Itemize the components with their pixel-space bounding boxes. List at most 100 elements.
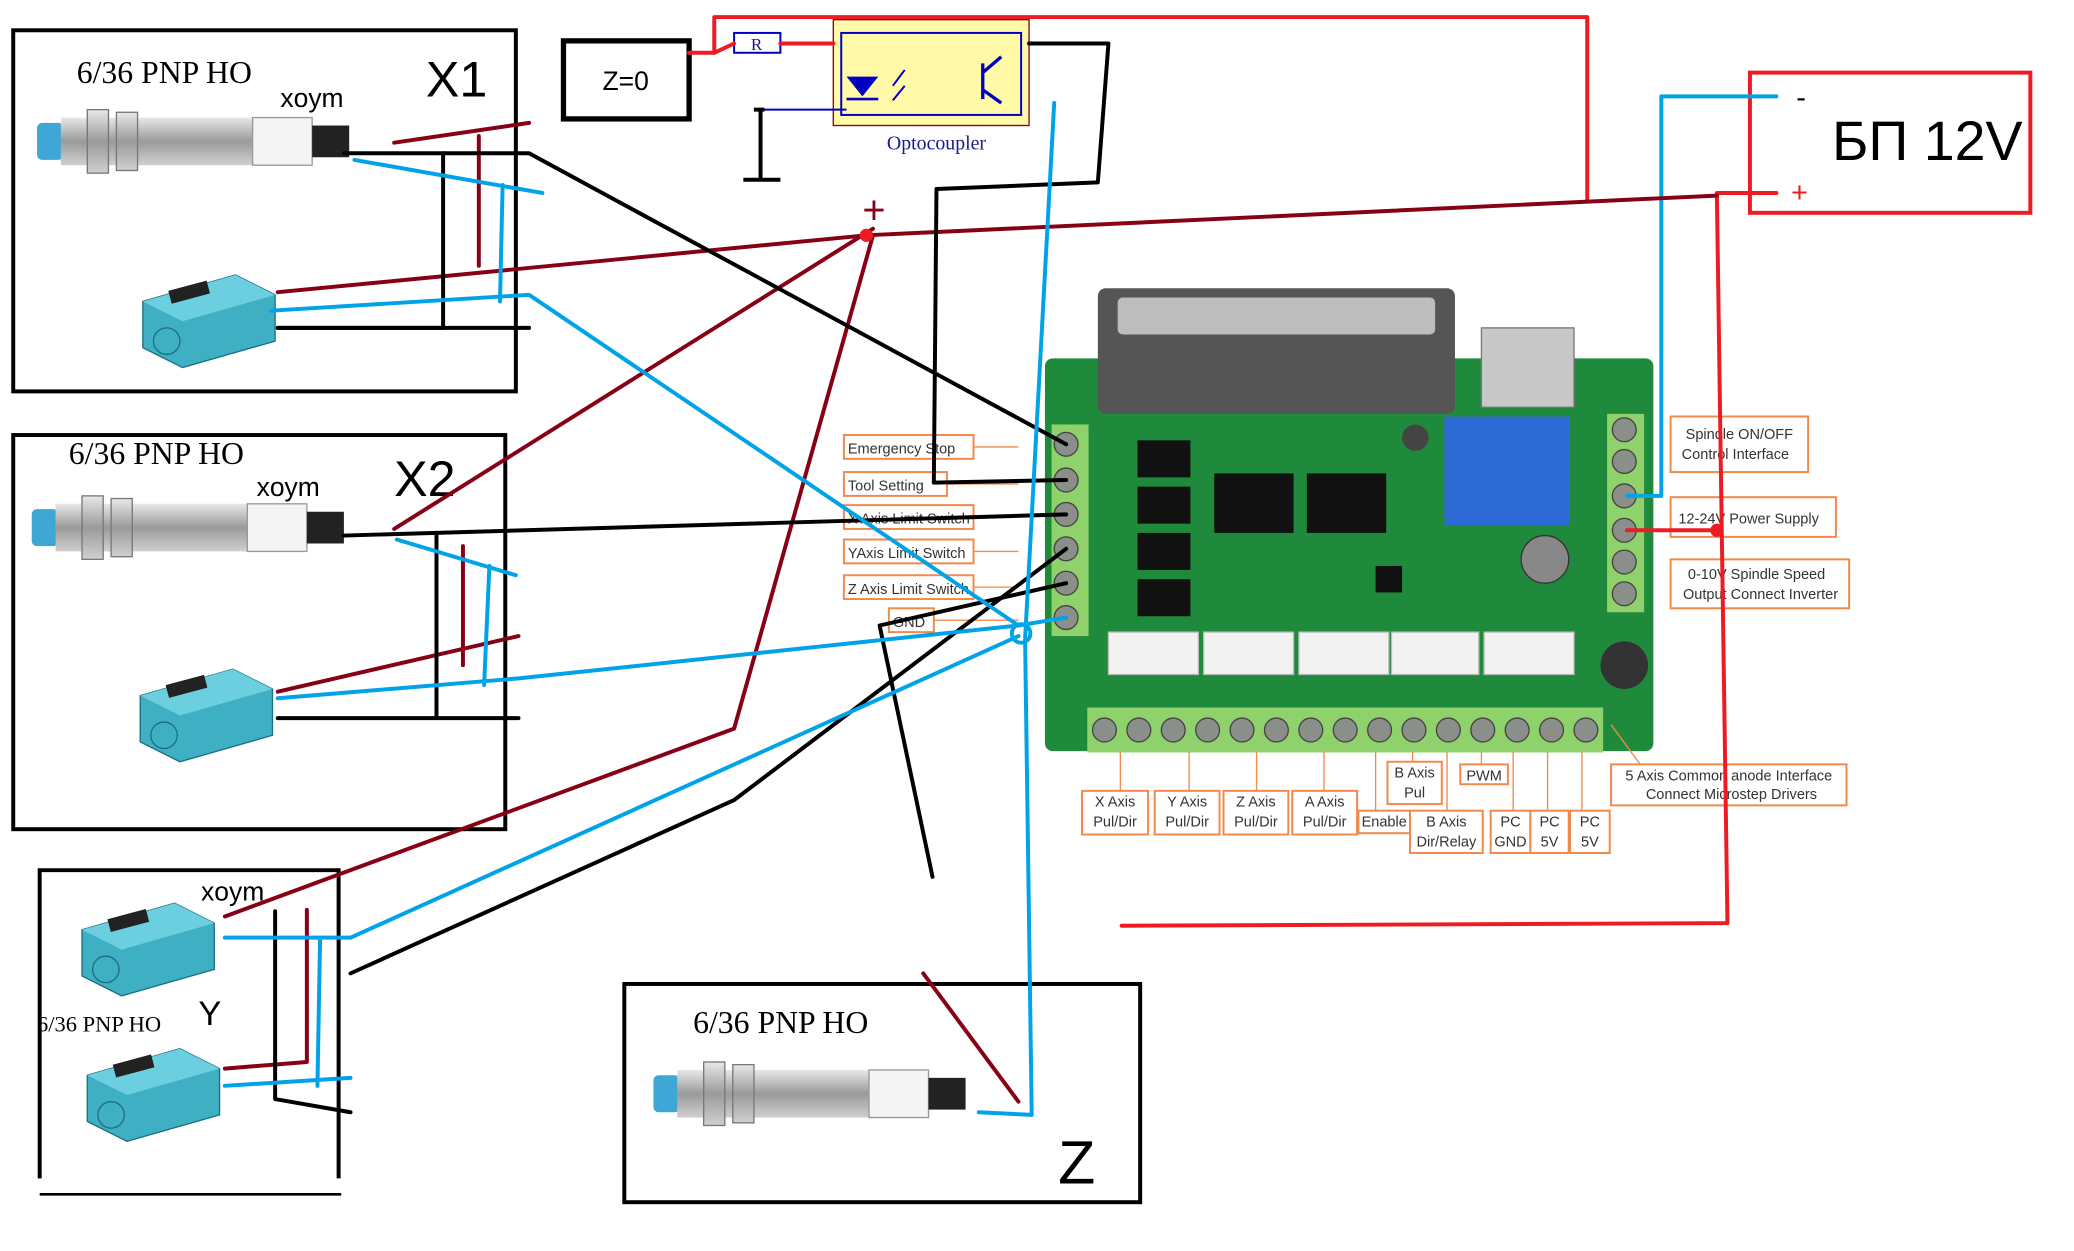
wire-blue-x2 — [394, 537, 518, 578]
plus-terminal-label: + — [1791, 177, 1808, 209]
left-terminal-label: Tool Setting — [848, 479, 924, 495]
terminal-screw[interactable] — [1263, 717, 1289, 743]
wire-red-psu-plus — [1119, 190, 1779, 928]
wire-blue-x1 — [352, 157, 545, 195]
usb-port — [1480, 327, 1575, 408]
wire-blue-y-lower — [222, 1075, 353, 1088]
wire-blue-psu-minus — [1624, 94, 1779, 498]
right-terminal-labels: Spindle ON/OFF Control Interface 12-24V … — [1669, 415, 1851, 610]
optocoupler: Optocoupler R — [733, 19, 1030, 182]
wire-black-x2 — [341, 512, 1069, 538]
terminal-screw[interactable] — [1504, 717, 1530, 743]
bottom-terminal-label-2: Pul/Dir — [1165, 815, 1209, 831]
wire-blue-y-bridge — [315, 935, 323, 1088]
bottom-terminal-label-1: A Axis — [1305, 795, 1345, 811]
junction-plus — [859, 228, 873, 242]
spindle-label-1: Spindle ON/OFF — [1686, 427, 1794, 443]
terminal-screw[interactable] — [1611, 581, 1637, 607]
right-terminal-block — [1607, 413, 1645, 613]
label-box — [1291, 789, 1359, 836]
wire-blue-gnd-z — [976, 101, 1057, 1117]
axis-mark: Y — [198, 995, 221, 1033]
bottom-terminal-label-1: PC — [1580, 815, 1600, 831]
bottom-terminal-label-2: Pul — [1404, 785, 1425, 801]
sensor-title: 6/36 PNP HO — [37, 1012, 161, 1037]
wire-note: xoym — [280, 83, 343, 113]
wire-black-x1 — [341, 151, 1069, 447]
cylindrical-sensor-icon — [652, 1061, 967, 1127]
label-box — [1459, 763, 1509, 786]
left-terminal-label: Emergency Stop — [848, 442, 955, 458]
power-supply-terminal-label: 12-24V Power Supply — [1678, 512, 1819, 528]
resistor-label: R — [751, 35, 763, 54]
left-terminal-label: YAxis Limit Switch — [848, 546, 966, 562]
bottom-terminal-label-2: Pul/Dir — [1093, 815, 1137, 831]
wire-blue-y — [222, 634, 1021, 940]
bottom-terminal-label-1: B Axis — [1426, 815, 1466, 831]
terminal-screw[interactable] — [1367, 717, 1393, 743]
terminal-screw[interactable] — [1611, 417, 1637, 443]
junction-gnd — [1009, 622, 1033, 645]
led-icon — [846, 76, 879, 97]
terminal-screw[interactable] — [1229, 717, 1255, 743]
terminal-screw[interactable] — [1470, 717, 1496, 743]
wire-darkred-x2 — [392, 226, 875, 531]
left-terminal-label: Z Axis Limit Switch — [848, 582, 969, 598]
z-zero-box: Z=0 — [560, 38, 692, 122]
terminal-screw[interactable] — [1160, 717, 1186, 743]
wire-note: xoym — [201, 877, 264, 907]
label-box — [1386, 760, 1443, 806]
controller-board — [1044, 288, 1654, 753]
square-sensor-icon — [142, 274, 276, 369]
power-supply: БП 12V - + — [1747, 70, 2033, 215]
terminal-screw[interactable] — [1126, 717, 1152, 743]
relay — [1444, 416, 1571, 525]
sensor-group-y: xoym 6/36 PNP HO Y — [37, 868, 342, 1196]
label-box — [1569, 809, 1611, 854]
terminal-screw[interactable] — [1611, 549, 1637, 575]
wire-blue-x1-bridge — [497, 183, 505, 304]
wire-darkred-z — [921, 971, 1021, 1104]
terminal-screw[interactable] — [1611, 448, 1637, 475]
wire-black-y — [348, 546, 1069, 976]
wire-blue-x2-bridge — [482, 563, 492, 688]
label-box — [1222, 789, 1290, 836]
axis-mark: X1 — [426, 51, 487, 107]
light-arrows-icon — [892, 69, 906, 102]
common-anode-label: 5 Axis Common anode Interface Connect Mi… — [1610, 724, 1848, 807]
label-box — [1080, 789, 1150, 836]
group-frame — [11, 28, 518, 394]
bottom-terminal-label-2: 5V — [1541, 834, 1559, 850]
wire-black-tool-setting — [931, 41, 1111, 485]
terminal-screw[interactable] — [1538, 717, 1565, 743]
label-box — [1409, 809, 1484, 854]
wire-darkred-main — [275, 193, 1719, 295]
axis-mark: Z — [1058, 1129, 1095, 1197]
terminal-screw[interactable] — [1435, 717, 1461, 743]
bottom-terminal-label-1: Z Axis — [1236, 795, 1276, 811]
square-sensor-icon — [86, 1048, 221, 1143]
wire-blue-x2-lower — [275, 623, 1021, 701]
z-zero-label: Z=0 — [602, 66, 648, 96]
bottom-terminal-label-2: Dir/Relay — [1417, 834, 1477, 850]
spindle-label-2: Control Interface — [1682, 447, 1789, 463]
bottom-terminal-label-1: X Axis — [1095, 795, 1135, 811]
bottom-terminal-label-2: GND — [1494, 834, 1526, 850]
terminal-screw[interactable] — [1298, 717, 1324, 743]
wire-black-y-common — [273, 909, 353, 1115]
terminal-screw[interactable] — [1195, 717, 1221, 743]
group-frame — [622, 981, 1143, 1205]
terminal-screw[interactable] — [1401, 717, 1427, 743]
terminal-screw[interactable] — [1091, 717, 1118, 743]
sensor-title: 6/36 PNP HO — [77, 55, 252, 90]
wire-black-z-limit — [877, 581, 1069, 879]
terminal-screw[interactable] — [1573, 717, 1599, 743]
bottom-terminal-label-1: PC — [1539, 815, 1559, 831]
ground-symbol — [743, 107, 781, 182]
sensor-title: 6/36 PNP HO — [693, 1005, 868, 1040]
bottom-terminal-label-1: PWM — [1466, 768, 1502, 784]
group-frame — [37, 868, 341, 1179]
terminal-screw[interactable] — [1332, 717, 1358, 743]
bottom-terminal-label-1: PC — [1500, 815, 1520, 831]
